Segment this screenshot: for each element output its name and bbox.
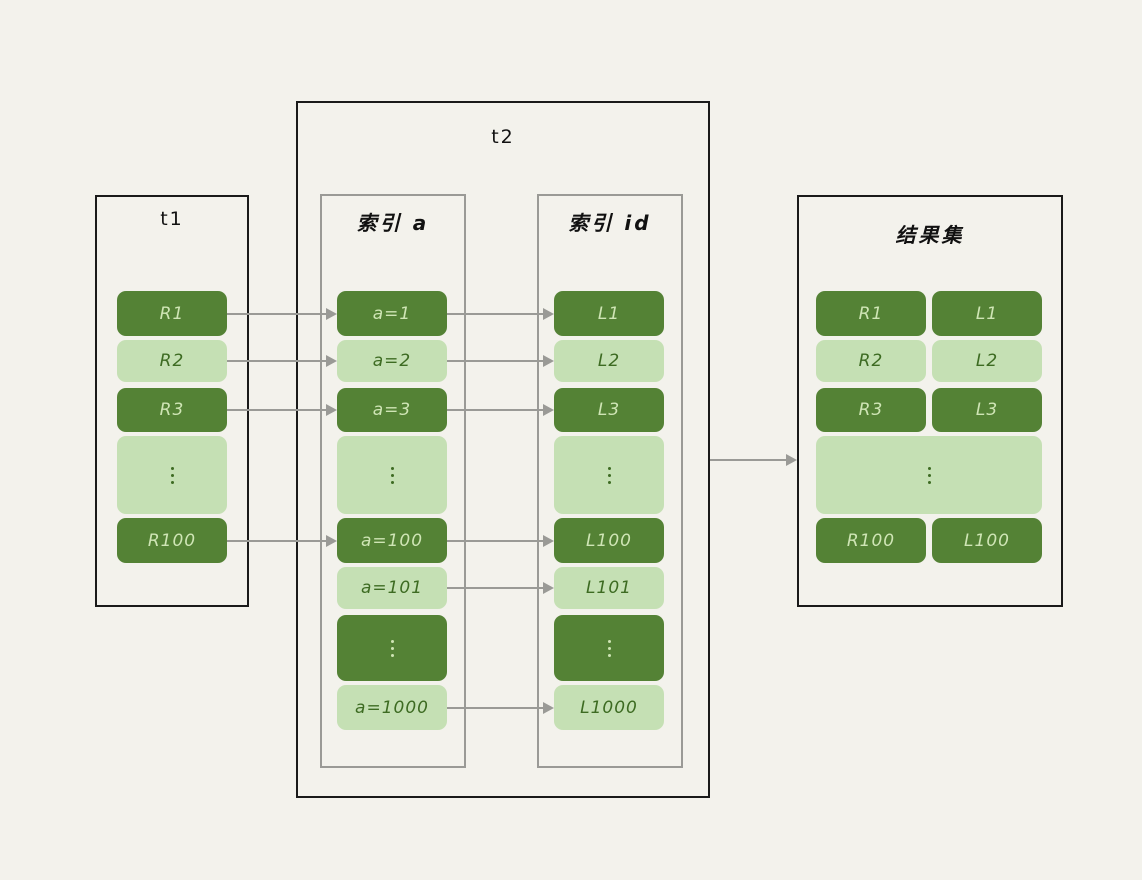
connector-line	[447, 587, 545, 589]
panel-t1-title: t1	[160, 208, 184, 230]
index-a-cell-1[interactable]: a=2	[337, 340, 447, 382]
connector-arrowhead-icon	[543, 534, 554, 547]
index-id-cell-1[interactable]: L2	[554, 340, 664, 382]
connector-line	[227, 312, 328, 315]
index-a-cell-0[interactable]: a=1	[337, 291, 447, 336]
result-cell-2-left[interactable]: R3	[816, 388, 926, 432]
ellipsis-icon	[170, 466, 174, 484]
connector-arrowhead-icon	[326, 355, 337, 367]
ellipsis-icon	[607, 466, 611, 484]
connector-arrowhead-icon	[543, 355, 554, 367]
result-cell-2-left-label: R3	[858, 400, 884, 420]
ellipsis-icon	[927, 466, 931, 484]
panel-result-set-title: 结果集	[895, 223, 965, 247]
index-id-cell-7-label: L1000	[580, 697, 638, 718]
result-cell-4-right-label: L100	[964, 530, 1010, 551]
connector-line	[710, 459, 788, 461]
result-cell-1-right[interactable]: L2	[932, 340, 1042, 382]
connector-line	[227, 360, 328, 362]
t1-cell-2-label: R3	[159, 400, 185, 420]
connector-arrowhead-icon	[786, 454, 797, 466]
index-a-cell-2[interactable]: a=3	[337, 388, 447, 432]
index-a-cell-4-label: a=100	[360, 530, 424, 551]
index-a-cell-6[interactable]	[337, 615, 447, 681]
index-id-cell-5-label: L101	[586, 578, 632, 598]
t1-cell-1[interactable]: R2	[117, 340, 227, 382]
connector-line	[447, 409, 545, 411]
index-id-cell-0[interactable]: L1	[554, 291, 664, 336]
t1-cell-1-label: R2	[159, 351, 185, 371]
result-cell-2-right-label: L3	[975, 400, 999, 420]
t1-cell-2[interactable]: R3	[117, 388, 227, 432]
result-cell-0-right-label: L1	[975, 303, 999, 324]
index-id-cell-2[interactable]: L3	[554, 388, 664, 432]
index-id-cell-4-label: L100	[586, 530, 632, 551]
t1-cell-4[interactable]: R100	[117, 518, 227, 563]
panel-t2-title: t2	[491, 126, 515, 148]
t1-cell-4-label: R100	[147, 530, 197, 551]
result-cell-1-left[interactable]: R2	[816, 340, 926, 382]
result-cell-1-left-label: R2	[858, 351, 884, 371]
index-a-cell-2-label: a=3	[372, 400, 412, 420]
connector-arrowhead-icon	[543, 404, 554, 416]
index-a-cell-7[interactable]: a=1000	[337, 685, 447, 730]
index-a-cell-5-label: a=101	[360, 578, 424, 598]
t1-cell-0[interactable]: R1	[117, 291, 227, 336]
result-cell-0-right[interactable]: L1	[932, 291, 1042, 336]
connector-arrowhead-icon	[326, 534, 337, 547]
subpanel-index-id-title: 索引 id	[568, 211, 652, 235]
subpanel-index-a-title: 索引 a	[356, 211, 430, 235]
result-cell-0-left[interactable]: R1	[816, 291, 926, 336]
connector-line	[447, 360, 545, 362]
ellipsis-icon	[390, 639, 394, 657]
subpanel-index-a: 索引 a	[320, 194, 466, 768]
index-a-cell-7-label: a=1000	[355, 697, 429, 718]
ellipsis-icon	[607, 639, 611, 657]
connector-line	[227, 409, 328, 411]
index-id-cell-2-label: L3	[597, 400, 621, 420]
result-cell-0-left-label: R1	[858, 303, 884, 324]
subpanel-index-id: 索引 id	[537, 194, 683, 768]
index-a-cell-5[interactable]: a=101	[337, 567, 447, 609]
index-id-cell-6[interactable]	[554, 615, 664, 681]
connector-arrowhead-icon	[326, 307, 337, 320]
connector-arrowhead-icon	[543, 582, 554, 594]
index-id-cell-3[interactable]	[554, 436, 664, 514]
index-id-cell-1-label: L2	[597, 351, 621, 371]
connector-arrowhead-icon	[543, 701, 554, 714]
result-cell-3[interactable]	[816, 436, 1042, 514]
connector-line	[447, 706, 545, 709]
index-a-cell-3[interactable]	[337, 436, 447, 514]
connector-arrowhead-icon	[326, 404, 337, 416]
result-cell-4-left-label: R100	[846, 530, 896, 551]
ellipsis-icon	[390, 466, 394, 484]
index-a-cell-4[interactable]: a=100	[337, 518, 447, 563]
result-cell-2-right[interactable]: L3	[932, 388, 1042, 432]
t1-cell-3[interactable]	[117, 436, 227, 514]
result-cell-4-right[interactable]: L100	[932, 518, 1042, 563]
connector-line	[447, 539, 545, 542]
connector-line	[447, 312, 545, 315]
index-a-cell-1-label: a=2	[372, 351, 412, 371]
result-cell-1-right-label: L2	[975, 351, 999, 371]
index-a-cell-0-label: a=1	[372, 303, 412, 324]
index-id-cell-5[interactable]: L101	[554, 567, 664, 609]
t1-cell-0-label: R1	[159, 303, 185, 324]
connector-arrowhead-icon	[543, 307, 554, 320]
result-cell-4-left[interactable]: R100	[816, 518, 926, 563]
index-id-cell-7[interactable]: L1000	[554, 685, 664, 730]
connector-line	[227, 539, 328, 542]
index-id-cell-0-label: L1	[597, 303, 621, 324]
index-id-cell-4[interactable]: L100	[554, 518, 664, 563]
